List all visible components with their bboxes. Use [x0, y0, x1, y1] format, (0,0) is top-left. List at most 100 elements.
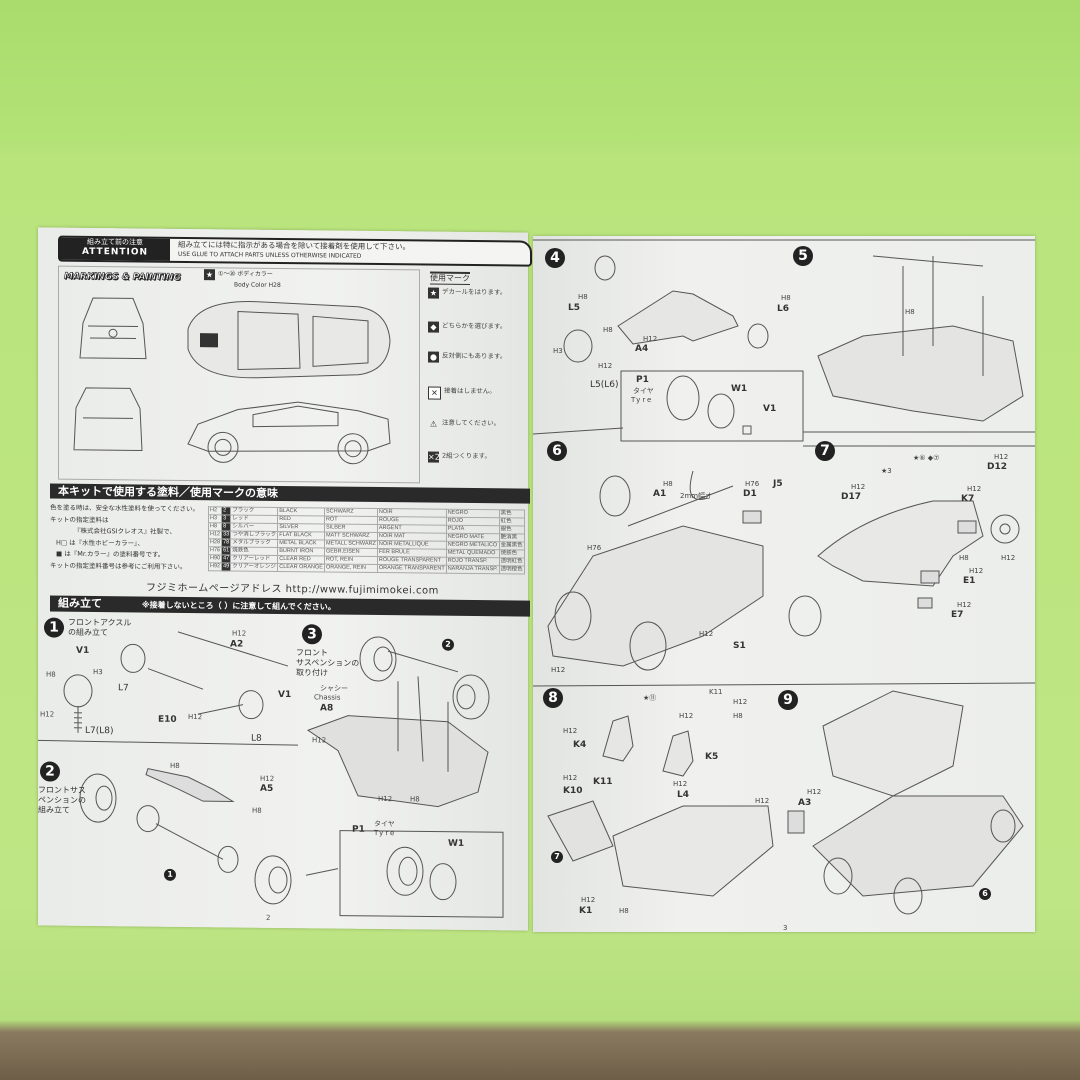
usage-mark-decal: ★デカールをはります。 [428, 287, 507, 299]
part-label: W1 [448, 838, 465, 849]
hub-l6 [747, 323, 769, 349]
cap-v1 [742, 425, 752, 435]
paint-cell: METAL BLACK [277, 539, 325, 548]
hub-part [63, 674, 93, 708]
paint-code-h: H8 [208, 522, 222, 531]
rear-arm-a4 [617, 290, 739, 345]
step-ref-1: 1 [164, 868, 176, 881]
paint-label: H8 [959, 554, 969, 562]
paint-label: H12 [378, 794, 393, 804]
paint-cell: FLAT BLACK [277, 531, 325, 540]
x2-icon: ×2 [428, 451, 440, 463]
usage-mark-opposite: ●反対側にもあります。 [428, 351, 507, 363]
paint-cell: NARANJA TRANSP. [446, 565, 500, 574]
part-label: E10 [158, 714, 177, 725]
hub-part [120, 643, 146, 673]
car-top-view [187, 301, 391, 379]
paint-cell: 透明橙色 [499, 565, 525, 575]
step-2-title: フロントサス ペンションの 組み立て [38, 785, 86, 815]
steering-wheel-d12 [990, 514, 1020, 544]
paint-code-mr: 2 [221, 506, 231, 515]
paint-label: H12 [232, 629, 247, 638]
paint-label: H76 [587, 544, 602, 552]
paint-cell: 銀色 [499, 525, 525, 535]
step-7-number: 7 [815, 441, 835, 461]
paint-label: H8 [410, 795, 420, 804]
chassis-a8 [306, 715, 489, 808]
tyre [629, 621, 667, 671]
axle-shaft [177, 631, 289, 667]
paint-label: H12 [994, 453, 1009, 461]
paint-code-mr: 33 [221, 530, 231, 539]
part-label: P1 [352, 824, 365, 835]
car-wheel [337, 433, 369, 465]
paint-label: H8 [619, 907, 629, 915]
paint-label: H8 [781, 294, 791, 302]
right-page-drawings [532, 239, 1036, 915]
tyre-label-jp: タイヤ [633, 387, 654, 395]
step-4-number: 4 [545, 248, 565, 268]
tyre [893, 877, 923, 915]
chassis-label-jp: シャシー [320, 684, 348, 693]
part-label: V1 [76, 645, 90, 656]
paint-label: H8 [170, 761, 180, 770]
paint-cell: METAL QUEMADO [446, 549, 500, 558]
paint-cell: SILVER [277, 523, 325, 532]
paint-cell: ROJO [446, 517, 500, 526]
decal-label: ★⑪ [643, 694, 657, 702]
paint-label: H12 [563, 774, 578, 782]
tyre [599, 475, 631, 517]
part-label: S1 [733, 641, 746, 651]
paint-cell: シルバー [230, 522, 278, 532]
usage-mark-optional: ◆どちらかを選びます。 [428, 321, 506, 334]
paint-cell: 金属黒色 [499, 541, 525, 551]
part-label: A3 [798, 798, 812, 808]
hub-l5 [594, 255, 616, 281]
paint-cell: CLEAR ORANGE [277, 563, 325, 572]
paint-cell: SCHWARZ [324, 507, 378, 517]
step-3-number: 3 [302, 624, 322, 645]
paint-cell: ROT, REIN [324, 555, 378, 565]
hub-part [238, 690, 264, 720]
paint-code-h: H28 [208, 538, 222, 547]
exhaust-a1 [627, 470, 734, 527]
car-rear-view [73, 387, 143, 452]
paint-cell: クリアーオレンジ [230, 562, 278, 572]
paint-label: H3 [553, 347, 563, 355]
part-label: K10 [563, 786, 583, 796]
tyre [254, 855, 292, 905]
decal-label: ★⑥ ◆⑦ [913, 454, 940, 462]
part-label: L6 [777, 304, 789, 314]
part-label: V1 [763, 404, 777, 414]
instruction-page-left: 組み立て前の注意 ATTENTION 組み立てには特に指示がある場合を除いて接着… [37, 227, 532, 931]
usage-mark-no-cement: ✕接着はしません。 [428, 386, 496, 401]
part-label: K5 [705, 752, 719, 762]
paint-cell: 焼鉄色 [499, 549, 525, 559]
paint-cell: RED [277, 515, 325, 524]
paint-cell: PLATA [446, 525, 500, 534]
paint-label: H8 [46, 670, 56, 679]
tyre [452, 674, 490, 720]
paint-code-h: H3 [208, 514, 222, 523]
paint-label: H8 [603, 326, 613, 334]
step-2-number: 2 [40, 761, 60, 782]
tyre [554, 591, 592, 641]
wheel-w1 [429, 863, 457, 901]
paint-label: H12 [551, 666, 566, 674]
page-number-left: 2 [266, 913, 271, 922]
paint-cell: メタルブラック [230, 538, 278, 548]
paint-cell: NEGRO MATE [446, 533, 500, 542]
paint-label: H8 [578, 293, 588, 301]
step-6-number: 6 [547, 441, 567, 461]
tyre-label-en: Tyre [374, 828, 397, 838]
paint-cell: ブラック [230, 506, 278, 516]
paint-label: H8 [733, 712, 743, 720]
paint-label: H12 [581, 896, 596, 904]
car-side-view [187, 401, 391, 452]
chassis-label-en: Chassis [314, 693, 341, 702]
paint-code-mr: 61 [221, 546, 231, 555]
car-wheel [207, 431, 239, 463]
part-label: W1 [731, 384, 748, 394]
paint-code-mr: 8 [221, 522, 231, 531]
